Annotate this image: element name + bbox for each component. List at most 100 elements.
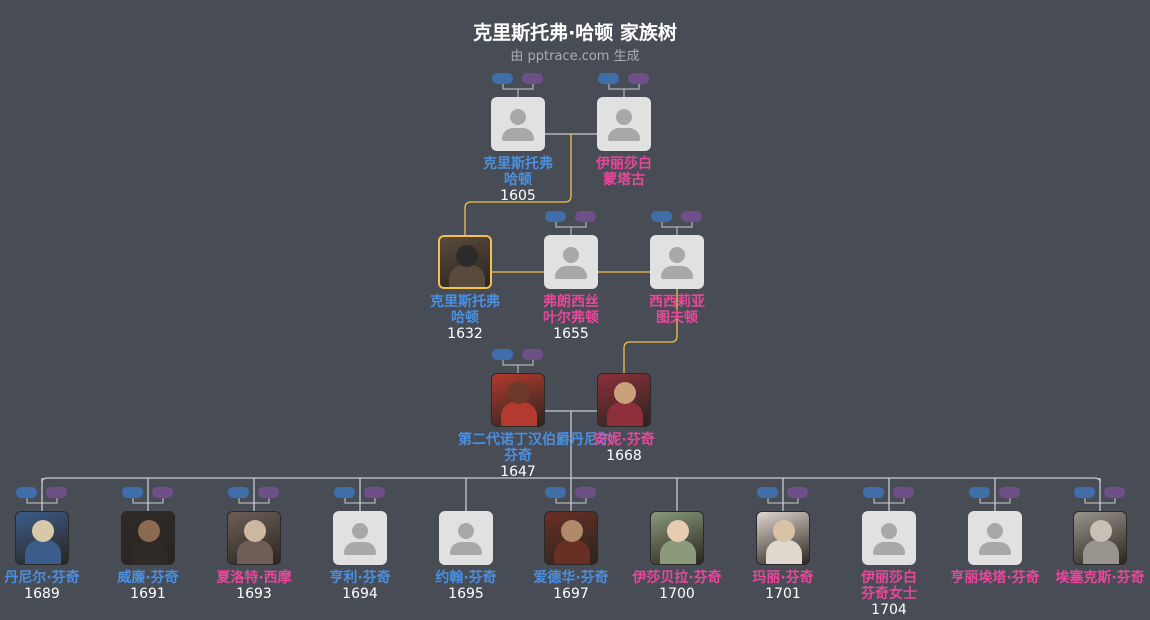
father-expand-button[interactable] <box>863 487 884 498</box>
father-expand-button[interactable] <box>651 211 672 222</box>
person-name: 埃塞克斯·芬奇 <box>1040 570 1150 586</box>
person-name-line: 克里斯托弗 <box>430 294 500 310</box>
person-name: 安妮·芬奇 <box>564 432 684 448</box>
person-name: 玛丽·芬奇 <box>723 570 843 586</box>
person-name: 亨丽埃塔·芬奇 <box>935 570 1055 586</box>
father-expand-button[interactable] <box>334 487 355 498</box>
person-name-line: 哈顿 <box>451 310 479 326</box>
avatar-placeholder-icon[interactable] <box>862 511 916 565</box>
father-expand-button[interactable] <box>492 349 513 360</box>
person-name: 威廉·芬奇 <box>88 570 208 586</box>
portrait-icon[interactable] <box>650 511 704 565</box>
avatar-placeholder-icon[interactable] <box>439 511 493 565</box>
person-card[interactable]: 埃塞克斯·芬奇 <box>1040 511 1150 586</box>
birth-year: 1693 <box>236 586 272 602</box>
avatar-placeholder-icon[interactable] <box>333 511 387 565</box>
portrait-icon[interactable] <box>227 511 281 565</box>
portrait-icon[interactable] <box>491 373 545 427</box>
father-expand-button[interactable] <box>545 211 566 222</box>
mother-expand-button[interactable] <box>364 487 385 498</box>
avatar-placeholder-icon[interactable] <box>544 235 598 289</box>
person-name: 西西莉亚图夫顿 <box>617 294 737 326</box>
mother-expand-button[interactable] <box>522 73 543 84</box>
avatar-placeholder-icon[interactable] <box>968 511 1022 565</box>
person-name-line: 约翰·芬奇 <box>435 570 497 586</box>
birth-year: 1689 <box>24 586 60 602</box>
person-name-line: 西西莉亚 <box>649 294 705 310</box>
father-expand-button[interactable] <box>122 487 143 498</box>
mother-expand-button[interactable] <box>787 487 808 498</box>
person-card[interactable]: 伊丽莎白蒙塔古 <box>564 97 684 188</box>
birth-year: 1668 <box>606 448 642 464</box>
mother-expand-button[interactable] <box>1104 487 1125 498</box>
person-name-line: 伊丽莎白 <box>861 570 917 586</box>
mother-expand-button[interactable] <box>893 487 914 498</box>
page-title: 克里斯托弗·哈顿 家族树 <box>473 22 677 44</box>
avatar-placeholder-icon[interactable] <box>650 235 704 289</box>
mother-expand-button[interactable] <box>681 211 702 222</box>
father-expand-button[interactable] <box>1074 487 1095 498</box>
avatar-placeholder-icon[interactable] <box>597 97 651 151</box>
person-name-line: 丹尼尔·芬奇 <box>4 570 80 586</box>
portrait-icon[interactable] <box>438 235 492 289</box>
person-name: 伊丽莎白芬奇女士 <box>829 570 949 602</box>
mother-expand-button[interactable] <box>522 349 543 360</box>
portrait-icon[interactable] <box>1073 511 1127 565</box>
person-name: 第二代诺丁汉伯爵丹尼尔芬奇 <box>458 432 612 464</box>
mother-expand-button[interactable] <box>628 73 649 84</box>
person-name-line: 芬奇 <box>504 448 532 464</box>
father-expand-button[interactable] <box>598 73 619 84</box>
father-expand-button[interactable] <box>545 487 566 498</box>
mother-expand-button[interactable] <box>999 487 1020 498</box>
father-expand-button[interactable] <box>969 487 990 498</box>
portrait-icon[interactable] <box>544 511 598 565</box>
chip-link-line <box>502 360 534 373</box>
chip-link-line <box>608 84 640 97</box>
mother-expand-button[interactable] <box>152 487 173 498</box>
person-card[interactable]: 西西莉亚图夫顿 <box>617 235 737 326</box>
portrait-icon[interactable] <box>15 511 69 565</box>
father-expand-button[interactable] <box>492 73 513 84</box>
person-name: 夏洛特·西摩 <box>194 570 314 586</box>
father-expand-button[interactable] <box>757 487 778 498</box>
birth-year: 1704 <box>871 602 907 618</box>
person-name-line: 亨利·芬奇 <box>329 570 391 586</box>
avatar-placeholder-icon[interactable] <box>491 97 545 151</box>
birth-year: 1605 <box>500 188 536 204</box>
mother-expand-button[interactable] <box>46 487 67 498</box>
mother-expand-button[interactable] <box>575 487 596 498</box>
father-expand-button[interactable] <box>228 487 249 498</box>
person-name-line: 安妮·芬奇 <box>593 432 655 448</box>
birth-year: 1691 <box>130 586 166 602</box>
birth-year: 1700 <box>659 586 695 602</box>
portrait-icon[interactable] <box>756 511 810 565</box>
page-subtitle: 由 pptrace.com 生成 <box>510 49 640 64</box>
person-name-line: 芬奇女士 <box>861 586 917 602</box>
father-expand-button[interactable] <box>16 487 37 498</box>
person-name-line: 伊莎贝拉·芬奇 <box>632 570 722 586</box>
person-name-line: 弗朗西丝 <box>543 294 599 310</box>
portrait-icon[interactable] <box>121 511 175 565</box>
mother-expand-button[interactable] <box>575 211 596 222</box>
person-name-line: 哈顿 <box>504 172 532 188</box>
person-card[interactable]: 亨丽埃塔·芬奇 <box>935 511 1055 586</box>
portrait-icon[interactable] <box>597 373 651 427</box>
birth-year: 1701 <box>765 586 801 602</box>
person-name-line: 埃塞克斯·芬奇 <box>1055 570 1145 586</box>
mother-expand-button[interactable] <box>258 487 279 498</box>
descent-line <box>623 289 678 373</box>
